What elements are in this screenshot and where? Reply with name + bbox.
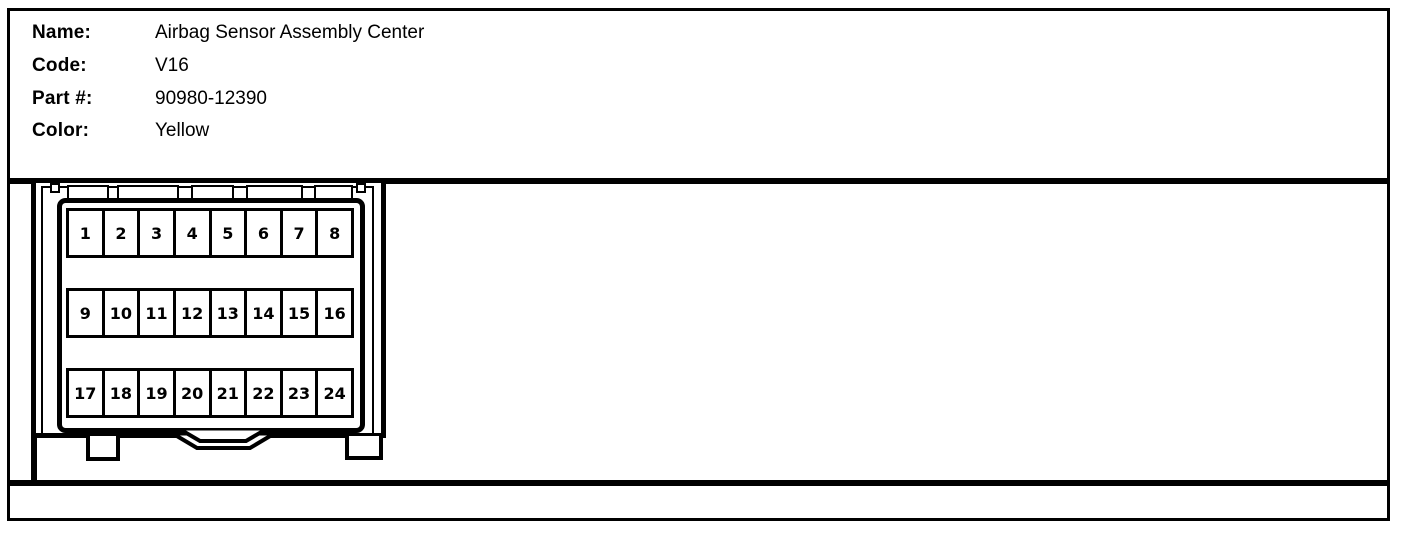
field-code-label: Code:	[32, 55, 87, 76]
pin-cell-11: 11	[137, 288, 176, 338]
pin-cell-7: 7	[279, 208, 319, 258]
header-divider-rule	[10, 178, 1387, 184]
pin-cell-14: 14	[244, 288, 283, 338]
field-code: Code: V16	[32, 54, 189, 78]
pin-cell-5: 5	[208, 208, 248, 258]
connector-info-page: Name: Airbag Sensor Assembly Center Code:…	[7, 8, 1390, 521]
field-part-number: Part #: 90980-12390	[32, 87, 267, 111]
pin-cell-20: 20	[172, 368, 212, 418]
footer-divider-rule	[10, 480, 1387, 486]
pin-cell-12: 12	[172, 288, 212, 338]
pin-cell-15: 15	[279, 288, 319, 338]
pin-cell-21: 21	[208, 368, 248, 418]
field-color: Color: Yellow	[32, 119, 209, 143]
pin-cell-16: 16	[315, 288, 354, 338]
pin-cell-2: 2	[101, 208, 141, 258]
pin-cell-6: 6	[244, 208, 283, 258]
pin-cell-9: 9	[66, 288, 105, 338]
pin-cell-3: 3	[137, 208, 176, 258]
pin-cell-13: 13	[208, 288, 248, 338]
pin-cell-4: 4	[172, 208, 212, 258]
connector-header: Name: Airbag Sensor Assembly Center Code:…	[10, 11, 1387, 178]
pin-cell-24: 24	[315, 368, 354, 418]
pin-cell-17: 17	[66, 368, 105, 418]
pin-cell-18: 18	[101, 368, 141, 418]
field-name-value: Airbag Sensor Assembly Center	[155, 22, 425, 43]
pin-cell-22: 22	[244, 368, 283, 418]
pin-cell-19: 19	[137, 368, 176, 418]
footer-empty-band	[10, 486, 1387, 518]
field-part-number-label: Part #:	[32, 88, 93, 109]
field-name: Name: Airbag Sensor Assembly Center	[32, 21, 424, 45]
pin-cell-8: 8	[315, 208, 354, 258]
field-color-label: Color:	[32, 120, 90, 141]
field-color-value: Yellow	[155, 120, 210, 141]
pin-cell-23: 23	[279, 368, 319, 418]
field-code-value: V16	[155, 55, 189, 76]
pin-cell-1: 1	[66, 208, 105, 258]
field-name-label: Name:	[32, 22, 92, 43]
pin-cell-10: 10	[101, 288, 141, 338]
field-part-number-value: 90980-12390	[155, 88, 267, 109]
